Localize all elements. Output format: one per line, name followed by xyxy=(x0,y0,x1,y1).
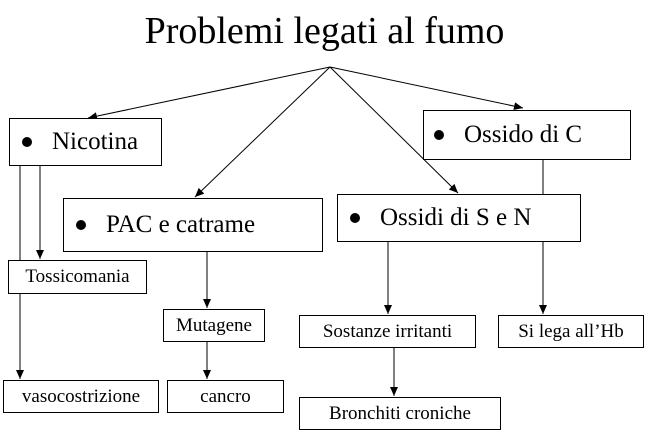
connector-arrow xyxy=(194,66,331,198)
node-tossicomania: Tossicomania xyxy=(8,260,147,294)
bullet-icon xyxy=(350,213,360,223)
bullet-icon xyxy=(22,137,32,147)
bullet-icon xyxy=(434,130,444,140)
node-vasocostrizione: vasocostrizione xyxy=(3,380,159,413)
node-ossido-c-label: Ossido di C xyxy=(464,121,583,148)
connector-arrow xyxy=(87,66,331,121)
diagram-title: Problemi legati al fumo xyxy=(144,10,505,52)
node-cancro: cancro xyxy=(167,380,284,413)
node-si-lega-hb: Si lega all’Hb xyxy=(498,315,644,348)
node-bronchiti-croniche: Bronchiti croniche xyxy=(299,397,501,430)
node-ossido-c: Ossido di C xyxy=(423,110,631,160)
node-mutagene: Mutagene xyxy=(163,309,265,342)
node-nicotina-label: Nicotina xyxy=(52,128,139,155)
node-sostanze-irritanti: Sostanze irritanti xyxy=(299,315,476,348)
connector-arrow xyxy=(329,66,459,194)
connector-arrow xyxy=(329,66,524,111)
node-ossidi-s-n: Ossidi di S e N xyxy=(337,194,581,242)
node-pac-catrame-label: PAC e catrame xyxy=(106,211,256,238)
node-ossidi-s-n-label: Ossidi di S e N xyxy=(380,204,532,231)
bullet-icon xyxy=(76,220,86,230)
node-pac-catrame: PAC e catrame xyxy=(63,198,323,252)
node-nicotina: Nicotina xyxy=(9,118,162,166)
